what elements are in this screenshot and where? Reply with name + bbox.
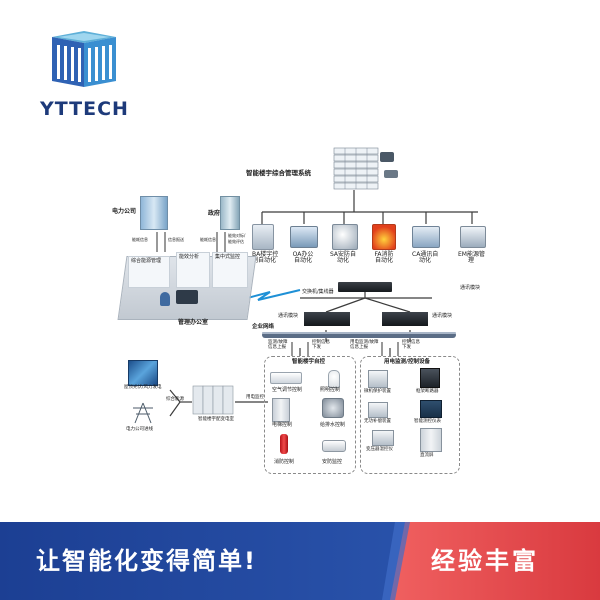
gateway-icon xyxy=(384,170,398,178)
power-company-label: 电力公司 xyxy=(112,208,137,215)
right-item-5: 变压器温控仪 xyxy=(366,447,393,452)
group-right-title: 用电监测/控制设备 xyxy=(384,359,431,365)
bottom-banner: 让智能化变得简单! 经验丰富 xyxy=(0,522,600,600)
bulb-icon xyxy=(328,370,340,388)
transmission-tower-icon xyxy=(130,402,156,424)
subsystem-label-2: OA办公自动化 xyxy=(292,251,314,264)
integrated-energy-label: 综合能源 xyxy=(166,397,184,402)
arrow-label-left-1: 能耗信息 xyxy=(132,237,148,242)
building-system-icon xyxy=(330,146,382,190)
subsystem-label-4: FA消防自动化 xyxy=(374,251,394,264)
right-item-2: 框架断路器 xyxy=(416,389,439,394)
comm-module-left-icon xyxy=(304,312,350,326)
panel-central-monitoring: 集中式监控 xyxy=(212,252,248,288)
relay-device-icon xyxy=(368,370,388,388)
group-left-title: 智能楼宇自控 xyxy=(292,359,326,365)
right-item-3: 无功补偿装置 xyxy=(364,419,391,424)
comm-module-right2-label: 通讯模块 xyxy=(460,285,481,291)
camera-icon xyxy=(322,440,346,452)
right-up-label: 用电监测/故障信息上报 xyxy=(350,340,379,350)
left-item-1: 空气调节控制 xyxy=(272,387,303,393)
subsystem-label-1: BA楼宇控制自动化 xyxy=(252,251,279,264)
substation-cabinets xyxy=(192,384,236,416)
meter-icon xyxy=(420,400,442,418)
substation-label: 智能楼宇配变电室 xyxy=(198,417,234,422)
switch-icon xyxy=(338,282,392,292)
arrow-label-left-2: 信息报送 xyxy=(168,237,184,242)
right-down-label: 控制信息下发 xyxy=(402,340,420,350)
left-item-2: 照明控制 xyxy=(320,387,341,393)
left-item-3: 电梯控制 xyxy=(272,422,293,428)
government-building-icon xyxy=(220,196,240,230)
switch-label: 交换机/集线器 xyxy=(302,289,334,295)
office-label: 管理办公室 xyxy=(178,319,209,326)
banner-slogan-right: 经验丰富 xyxy=(431,547,539,575)
left-down-label: 控制信息下发 xyxy=(312,340,330,350)
pump-icon xyxy=(322,398,344,418)
left-item-4: 给排水控制 xyxy=(320,422,346,428)
sa-security-icon xyxy=(332,224,358,250)
power-company-building-icon xyxy=(140,196,168,230)
arrow-label-right-1: 能耗信息 xyxy=(200,237,216,242)
brand-logo xyxy=(44,27,124,89)
comm-module-left-label: 通讯模块 xyxy=(278,313,299,319)
transformer-controller-icon xyxy=(372,430,394,446)
operator-icon xyxy=(160,292,170,306)
left-item-6: 安防监控 xyxy=(322,459,343,465)
ba-control-icon xyxy=(252,224,274,250)
panel-energy-management: 综合能源管理 xyxy=(128,256,170,288)
logo-cube-icon xyxy=(52,31,116,87)
fa-fire-icon xyxy=(372,224,396,250)
arrow-label-right-3: 能效评估 xyxy=(228,239,244,244)
compensation-device-icon xyxy=(368,402,388,418)
banner-background xyxy=(0,522,600,600)
ac-unit-icon xyxy=(270,372,302,384)
breaker-icon xyxy=(420,368,440,388)
subsystem-label-3: SA安防自动化 xyxy=(330,251,357,264)
ca-communication-icon xyxy=(412,226,440,248)
panel-efficiency-analysis: 能效分析 xyxy=(176,252,210,288)
dc-panel-icon xyxy=(420,428,442,452)
banner-slogan-left: 让智能化变得简单! xyxy=(36,547,257,575)
group-power-monitoring xyxy=(360,356,460,474)
subsystem-label-5: CA通讯自动化 xyxy=(412,251,439,264)
enterprise-network-label: 企业网络 xyxy=(252,324,275,330)
subsystem-label-6: EM能源管理 xyxy=(458,251,485,264)
comm-module-right-label: 通讯模块 xyxy=(432,313,453,319)
system-title: 智能楼宇综合管理系统 xyxy=(246,169,311,177)
extinguisher-icon xyxy=(280,434,288,454)
group-building-automation xyxy=(264,356,356,474)
elevator-icon xyxy=(272,398,290,422)
system-diagram: 智能楼宇综合管理系统 BA楼宇控制自动化 OA办公自动化 SA安防自动化 FA消… xyxy=(112,146,486,474)
government-label: 政府 xyxy=(208,210,221,217)
brand-name: YTTECH xyxy=(40,98,129,120)
solar-panel-icon xyxy=(128,360,158,386)
diagram-connectors xyxy=(156,190,478,417)
left-item-5: 消防控制 xyxy=(274,459,295,465)
power-monitor-label: 用电监控 xyxy=(246,395,264,400)
workstation-icon xyxy=(176,290,198,304)
right-item-1: 微机保护装置 xyxy=(364,389,391,394)
phone-icon xyxy=(380,152,394,162)
solar-label: 屋顶光伏/风力发电 xyxy=(124,385,162,390)
right-item-6: 直流屏 xyxy=(420,453,434,458)
grid-line-label: 电力公司进线 xyxy=(126,427,153,432)
left-up-label: 监测/故障信息上报 xyxy=(268,340,288,350)
arrow-label-right-2: 能效对标/ xyxy=(228,233,246,238)
em-energy-icon xyxy=(460,226,486,248)
oa-office-icon xyxy=(290,226,318,248)
comm-module-right-icon xyxy=(382,312,428,326)
right-item-4: 智能测控仪表 xyxy=(414,419,441,424)
